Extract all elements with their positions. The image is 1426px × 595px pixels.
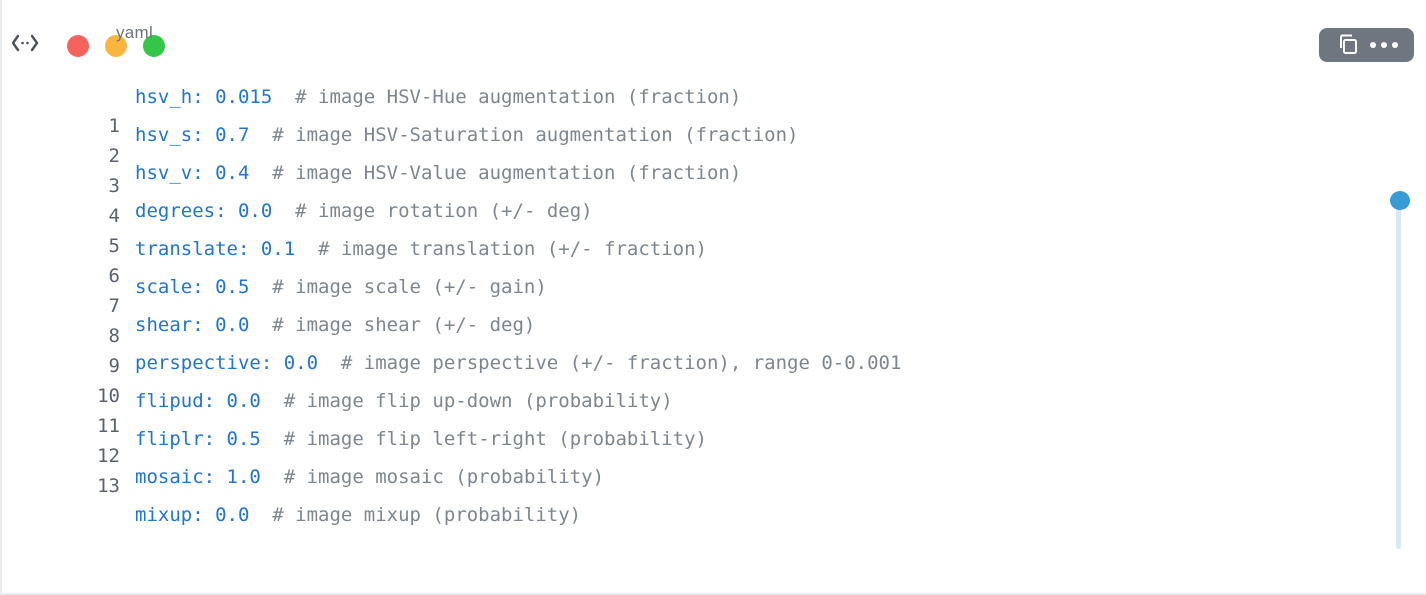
line-number: 3 [108, 175, 120, 197]
traffic-light-minimize [105, 35, 127, 57]
window-traffic-lights [67, 35, 181, 57]
line-number: 11 [97, 415, 120, 437]
line-number: 4 [108, 205, 120, 227]
language-label: yaml [116, 23, 154, 42]
code-toolbar [1319, 28, 1414, 62]
code-brackets-icon[interactable] [11, 31, 39, 55]
line-number: 6 [108, 265, 120, 287]
scroll-handle-dot[interactable] [1390, 191, 1410, 210]
code-line: hsv_s: 0.7 # image HSV-Saturation augmen… [135, 124, 799, 146]
code-line: translate: 0.1 # image translation (+/- … [135, 238, 707, 260]
more-options-button[interactable] [1369, 42, 1398, 48]
line-number: 12 [97, 445, 120, 467]
line-number: 1 [108, 115, 120, 137]
code-line: mixup: 0.0 # image mixup (probability) [135, 504, 582, 526]
line-number: 10 [97, 385, 120, 407]
code-line: perspective: 0.0 # image perspective (+/… [135, 352, 902, 374]
copy-button[interactable] [1336, 32, 1360, 59]
code-lines: hsv_h: 0.015 # image HSV-Hue augmentatio… [135, 78, 901, 534]
code-line: hsv_h: 0.015 # image HSV-Hue augmentatio… [135, 86, 742, 108]
code-line: shear: 0.0 # image shear (+/- deg) [135, 314, 536, 336]
line-number: 5 [108, 235, 120, 257]
line-number: 9 [108, 355, 120, 377]
code-line: mosaic: 1.0 # image mosaic (probability) [135, 466, 605, 488]
line-number: 8 [108, 325, 120, 347]
code-line: hsv_v: 0.4 # image HSV-Value augmentatio… [135, 162, 742, 184]
line-number: 7 [108, 295, 120, 317]
code-line: scale: 0.5 # image scale (+/- gain) [135, 276, 547, 298]
line-number: 13 [97, 475, 120, 497]
copy-icon [1336, 32, 1360, 59]
code-line: flipud: 0.0 # image flip up-down (probab… [135, 390, 673, 412]
scrollbar-track[interactable] [1396, 199, 1401, 549]
traffic-light-close [67, 35, 89, 57]
code-line: degrees: 0.0 # image rotation (+/- deg) [135, 200, 593, 222]
line-number: 2 [108, 145, 120, 167]
code-line: fliplr: 0.5 # image flip left-right (pro… [135, 428, 707, 450]
traffic-light-maximize [143, 35, 165, 57]
ellipsis-icon [1369, 42, 1398, 48]
